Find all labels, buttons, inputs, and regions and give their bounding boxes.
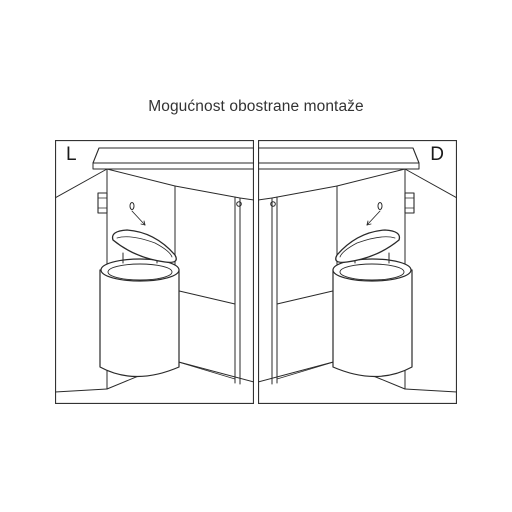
bin-rim (332, 258, 412, 282)
bin-body (332, 269, 413, 378)
bin-lid (335, 229, 401, 263)
hinge-bracket (404, 192, 415, 214)
countertop-edge (92, 162, 254, 170)
right-side-label: D (430, 144, 444, 165)
bin-inner (107, 263, 173, 281)
hinge-bracket (97, 192, 108, 214)
bin-rim (100, 258, 180, 282)
right-wall-top-edge (404, 168, 457, 199)
left-wall-top-edge (55, 168, 108, 199)
side-hole (270, 201, 276, 207)
side-hole (236, 201, 242, 207)
mounting-screw (129, 202, 135, 210)
left-mounting-panel: L (55, 140, 254, 404)
bin-inner (339, 263, 405, 281)
left-cabinet-illustration (55, 140, 254, 404)
left-floor-edge (55, 388, 108, 393)
panel-frame (55, 140, 254, 404)
right-cabinet-illustration (258, 140, 457, 404)
right-mounting-panel: D (258, 140, 457, 404)
countertop-top (92, 147, 254, 164)
bin-lid (111, 229, 177, 263)
panel-frame (258, 140, 457, 404)
countertop-top (258, 147, 420, 164)
countertop-edge (258, 162, 420, 170)
inner-shelf-line (174, 289, 236, 305)
right-floor-edge (404, 388, 457, 393)
back-wall-top (106, 168, 254, 201)
diagram-title: Mogućnost obostrane montaže (148, 98, 364, 115)
mounting-screw (377, 202, 383, 210)
bin-body (99, 269, 180, 378)
left-side-label: L (66, 144, 77, 165)
